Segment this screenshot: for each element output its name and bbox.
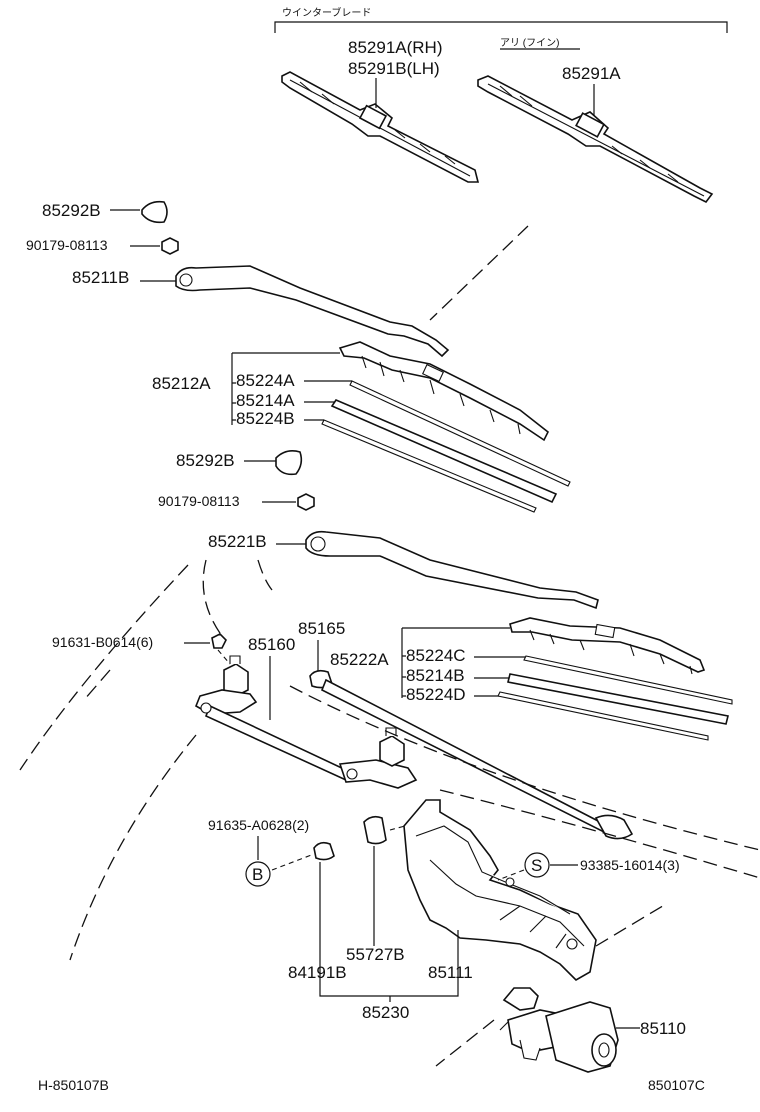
dash-pivot-1 [202,559,223,637]
marker-b-circle [245,861,271,887]
label-85292b-lower: 85292B [176,451,235,470]
cap-lower [275,450,303,476]
dash-screw-s [497,869,525,881]
marker-b: B [252,865,263,884]
label-85214a: 85214A [236,391,295,410]
grommet-55727b [363,815,387,845]
label-nut-lower: 90179-08113 [158,493,240,509]
bushing-84191b [313,841,335,861]
label-85291a-rh: 85291A(RH) [348,38,443,57]
nut-lower [297,493,315,511]
rubber-85214a [330,399,558,504]
label-93385: 93385-16014(3) [580,857,680,873]
label-55727b: 55727B [346,945,405,964]
label-85221b: 85221B [208,532,267,551]
linkage-85165 [309,669,634,840]
blade-frame-a [338,341,550,442]
dash-outline-left-2 [69,734,197,961]
dash-bracket [595,903,667,947]
wiper-motor-85110 [499,987,619,1073]
label-85224c: 85224C [406,646,466,665]
footer-left-code: H-850107B [38,1077,109,1093]
label-85230: 85230 [362,1003,409,1022]
label-85160: 85160 [248,635,295,654]
cap-upper [141,200,168,224]
dash-outline-left-3 [83,669,111,701]
blade-frame-b [509,617,706,675]
winter-blade-left [281,71,480,183]
washer-91631 [211,633,227,649]
dash-outline-left-1 [19,564,189,771]
label-91635: 91635-A0628(2) [208,817,309,833]
dash-outline-cowl-2 [439,789,760,879]
label-nut-upper: 90179-08113 [26,237,108,253]
label-84191b: 84191B [288,963,347,982]
dash-motor [435,1019,495,1067]
rubber-85224c [523,655,733,705]
bracket-85111 [403,799,597,981]
marker-s: S [531,856,542,875]
label-85165: 85165 [298,619,345,638]
footer-right-code: 850107C [648,1077,705,1093]
label-85291a: 85291A [562,64,621,83]
wiper-arm-rh [305,530,599,610]
rubber-85214b [507,673,729,725]
label-85291b-lh: 85291B(LH) [348,59,440,78]
marker-s-circle [524,852,550,878]
bracket-85230 [319,990,459,1002]
label-85111: 85111 [428,963,473,982]
label-85292b-upper: 85292B [42,201,101,220]
dashed-guide-upper [429,225,529,321]
group-label: ウインターブレード [282,6,371,19]
label-85214b: 85214B [406,666,465,685]
leaders-group-b [474,656,526,697]
bracket-85222a [401,627,510,698]
dash-washer [217,649,231,665]
rubber-85224a [349,380,571,487]
label-85224b: 85224B [236,409,295,428]
nut-upper [161,237,179,255]
label-85224d: 85224D [406,685,466,704]
assy-label: アリ (フイン) [500,38,559,49]
label-85222a: 85222A [330,650,389,669]
header-bracket [274,21,728,33]
linkage-85160 [194,655,418,789]
label-85211b: 85211B [72,268,129,287]
leaders-group-a [304,380,352,421]
wiper-arm-lh [175,265,450,358]
dash-bolt-b [271,853,315,871]
label-91631: 91631-B0614(6) [52,634,153,650]
rubber-85224d [497,691,709,741]
rubber-85224b [321,419,537,513]
dash-pivot-2 [257,559,273,591]
label-85110: 85110 [640,1019,686,1038]
bracket-85212a [231,352,340,425]
winter-blade-right [477,75,714,204]
label-85212a: 85212A [152,374,211,393]
label-85224a: 85224A [236,371,295,390]
